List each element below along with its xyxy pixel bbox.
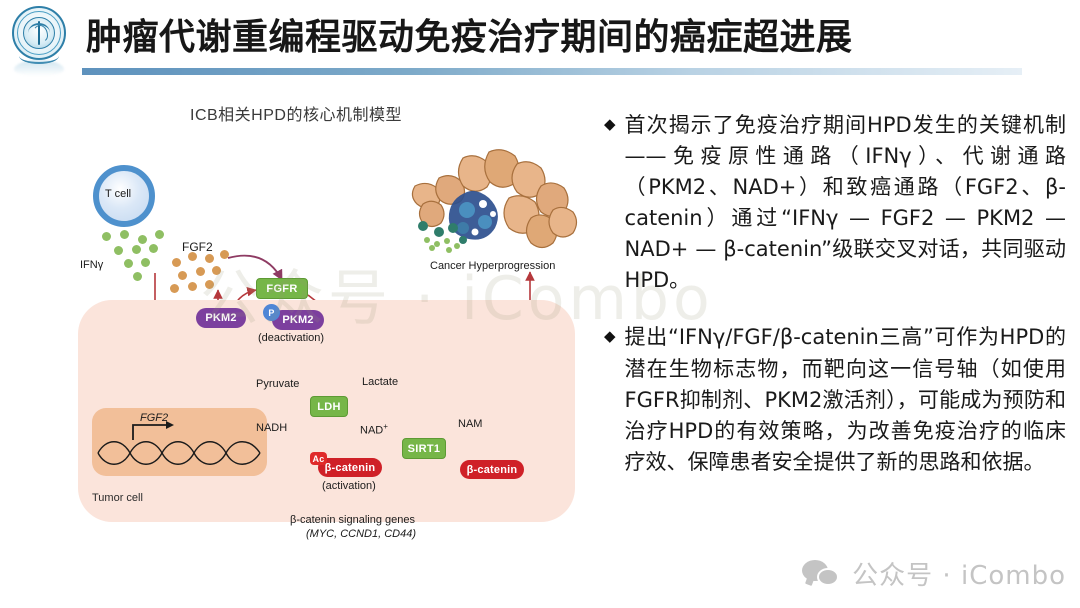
wechat-account-watermark: 公众号 · iCombo	[802, 555, 1066, 592]
pyruvate-label: Pyruvate	[256, 378, 300, 390]
nam-label: NAM	[458, 418, 483, 430]
fgf2-ligand-label: FGF2	[182, 240, 213, 254]
ifng-label: IFNγ	[80, 259, 104, 271]
activation-label: (activation)	[322, 480, 376, 492]
t-cell-icon	[93, 165, 155, 227]
figure-caption: ICB相关HPD的核心机制模型	[190, 107, 402, 124]
deactivation-label: (deactivation)	[258, 332, 325, 344]
bullet-text-2: 提出“IFNγ/FGF/β-catenin三高”可作为HPD的潜在生物标志物，而…	[624, 325, 1066, 474]
bullet-diamond-icon: ◆	[604, 327, 616, 346]
hospital-emblem-logo	[8, 4, 70, 76]
fgfr-node: FGFR	[256, 278, 308, 299]
bullet-item-1: ◆ 首次揭示了免疫治疗期间HPD发生的关键机制——免疫原性通路（IFNγ）、代谢…	[604, 110, 1066, 296]
pkm2-phospho-node: PKM2	[272, 310, 324, 330]
phosphate-badge-icon: P	[263, 304, 280, 321]
dna-helix-icon	[97, 441, 261, 465]
cancer-hyperprogression-icon	[411, 149, 578, 253]
target-genes-line2: (MYC, CCND1, CD44)	[306, 528, 417, 540]
bullet-item-2: ◆ 提出“IFNγ/FGF/β-catenin三高”可作为HPD的潜在生物标志物…	[604, 322, 1066, 477]
nucleus-gene-label: FGF2	[140, 412, 169, 424]
wechat-icon	[802, 559, 842, 588]
sirt1-node: SIRT1	[402, 438, 446, 459]
t-cell-label: T cell	[105, 188, 132, 200]
target-genes-line1: β-catenin signaling genes	[290, 514, 415, 526]
caduceus-snake-icon	[32, 25, 48, 43]
mechanism-diagram: FGF2 Tumor cell T cell IFNγ	[60, 140, 600, 540]
nadh-label: NADH	[256, 422, 288, 434]
nad-plus-label: NAD+	[360, 422, 388, 437]
acetyl-badge-icon: Ac	[310, 452, 327, 465]
page-title: 肿瘤代谢重编程驱动免疫治疗期间的癌症超进展	[86, 17, 853, 58]
wechat-account-label: 公众号 · iCombo	[852, 561, 1066, 591]
caduceus-wing-icon	[28, 23, 50, 33]
bullet-text-1: 首次揭示了免疫治疗期间HPD发生的关键机制——免疫原性通路（IFNγ）、代谢通路…	[624, 113, 1066, 293]
lactate-label: Lactate	[362, 376, 399, 388]
emblem-laurel-icon	[19, 48, 59, 64]
promoter-arrow-icon	[132, 421, 174, 440]
bullet-diamond-icon: ◆	[604, 115, 616, 133]
slide-header: 肿瘤代谢重编程驱动免疫治疗期间的癌症超进展	[0, 0, 1080, 90]
title-underline-bar	[82, 68, 1022, 75]
emblem-reflection	[14, 60, 64, 76]
beta-catenin-node: β-catenin	[460, 460, 524, 479]
hyperprogression-label: Cancer Hyperprogression	[430, 260, 556, 272]
pkm2-node: PKM2	[196, 308, 246, 328]
tumor-cell-label: Tumor cell	[92, 492, 143, 504]
acetyl-beta-catenin-node: β-catenin	[318, 458, 382, 477]
bullet-list: ◆ 首次揭示了免疫治疗期间HPD发生的关键机制——免疫原性通路（IFNγ）、代谢…	[604, 110, 1066, 504]
ldh-node: LDH	[310, 396, 348, 417]
